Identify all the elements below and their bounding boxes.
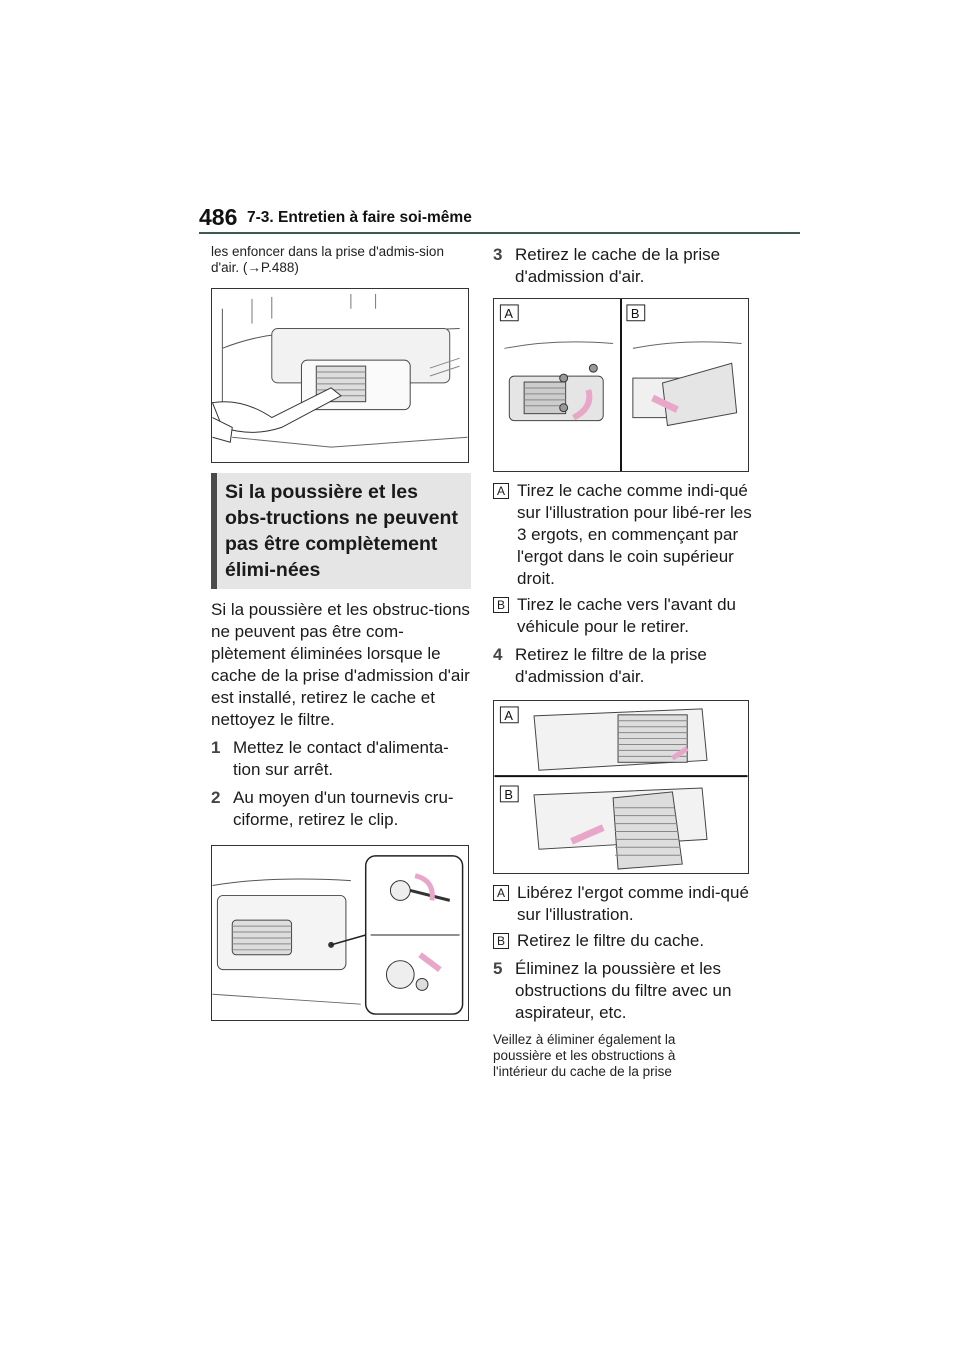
callout-box: Si la poussière et les obs-tructions ne … — [211, 473, 471, 589]
fig3-label-a: A — [504, 306, 513, 321]
right-column: 3 Retirez le cache de la prise d'admissi… — [493, 244, 758, 1080]
sub-text: Tirez le cache comme indi-qué sur l'illu… — [517, 481, 752, 588]
fig3-label-b: B — [631, 306, 640, 321]
step-text: Au moyen d'un tournevis cru-ciforme, ret… — [233, 788, 454, 829]
clip-removal-illustration — [211, 845, 469, 1021]
header-rule — [199, 232, 800, 234]
step4-sub-b: B Retirez le filtre du cache. — [493, 930, 758, 952]
step-4: 4 Retirez le filtre de la prise d'admiss… — [493, 644, 758, 688]
step-number: 1 — [211, 738, 221, 757]
intro-text: les enfoncer dans la prise d'admis-sion … — [211, 244, 444, 275]
step-text: Mettez le contact d'alimenta-tion sur ar… — [233, 738, 449, 779]
step-5: 5 Éliminez la poussière et les obstructi… — [493, 958, 758, 1024]
step-text: Retirez le cache de la prise d'admission… — [515, 245, 721, 286]
step3-sub-b: B Tirez le cache vers l'avant du véhicul… — [493, 594, 758, 638]
filter-removal-illustration: A B — [493, 700, 749, 874]
sub-text: Tirez le cache vers l'avant du véhicule … — [517, 595, 736, 636]
step-number: 2 — [211, 788, 221, 807]
step-2: 2 Au moyen d'un tournevis cru-ciforme, r… — [211, 787, 471, 831]
step3-sub-a: A Tirez le cache comme indi-qué sur l'il… — [493, 480, 758, 590]
cover-removal-illustration: A B — [493, 298, 749, 472]
step-3: 3 Retirez le cache de la prise d'admissi… — [493, 244, 758, 288]
fig4-label-b: B — [504, 787, 513, 802]
step4-sub-a: A Libérez l'ergot comme indi-qué sur l'i… — [493, 882, 758, 926]
note-text: Veillez à éliminer également la poussièr… — [493, 1032, 676, 1079]
step-1: 1 Mettez le contact d'alimenta-tion sur … — [211, 737, 471, 781]
page-number: 486 — [199, 204, 238, 230]
sub-text: Retirez le filtre du cache. — [517, 931, 705, 950]
step-text: Retirez le filtre de la prise d'admissio… — [515, 645, 707, 686]
vacuum-illustration — [211, 288, 469, 463]
step-number: 3 — [493, 245, 503, 264]
badge-a: A — [493, 483, 509, 499]
step-number: 5 — [493, 959, 503, 978]
left-column: les enfoncer dans la prise d'admis-sion … — [211, 244, 471, 1021]
badge-a: A — [493, 885, 509, 901]
step-number: 4 — [493, 645, 503, 664]
sub-text: Libérez l'ergot comme indi-qué sur l'ill… — [517, 883, 749, 924]
callout-title: Si la poussière et les obs-tructions ne … — [225, 481, 458, 581]
paragraph: Si la poussière et les obstruc-tions ne … — [211, 600, 470, 729]
badge-b: B — [493, 597, 509, 613]
fig4-label-a: A — [504, 708, 513, 723]
badge-b: B — [493, 933, 509, 949]
step-text: Éliminez la poussière et les obstruction… — [515, 959, 732, 1022]
section-title: 7-3. Entretien à faire soi-même — [247, 209, 472, 226]
